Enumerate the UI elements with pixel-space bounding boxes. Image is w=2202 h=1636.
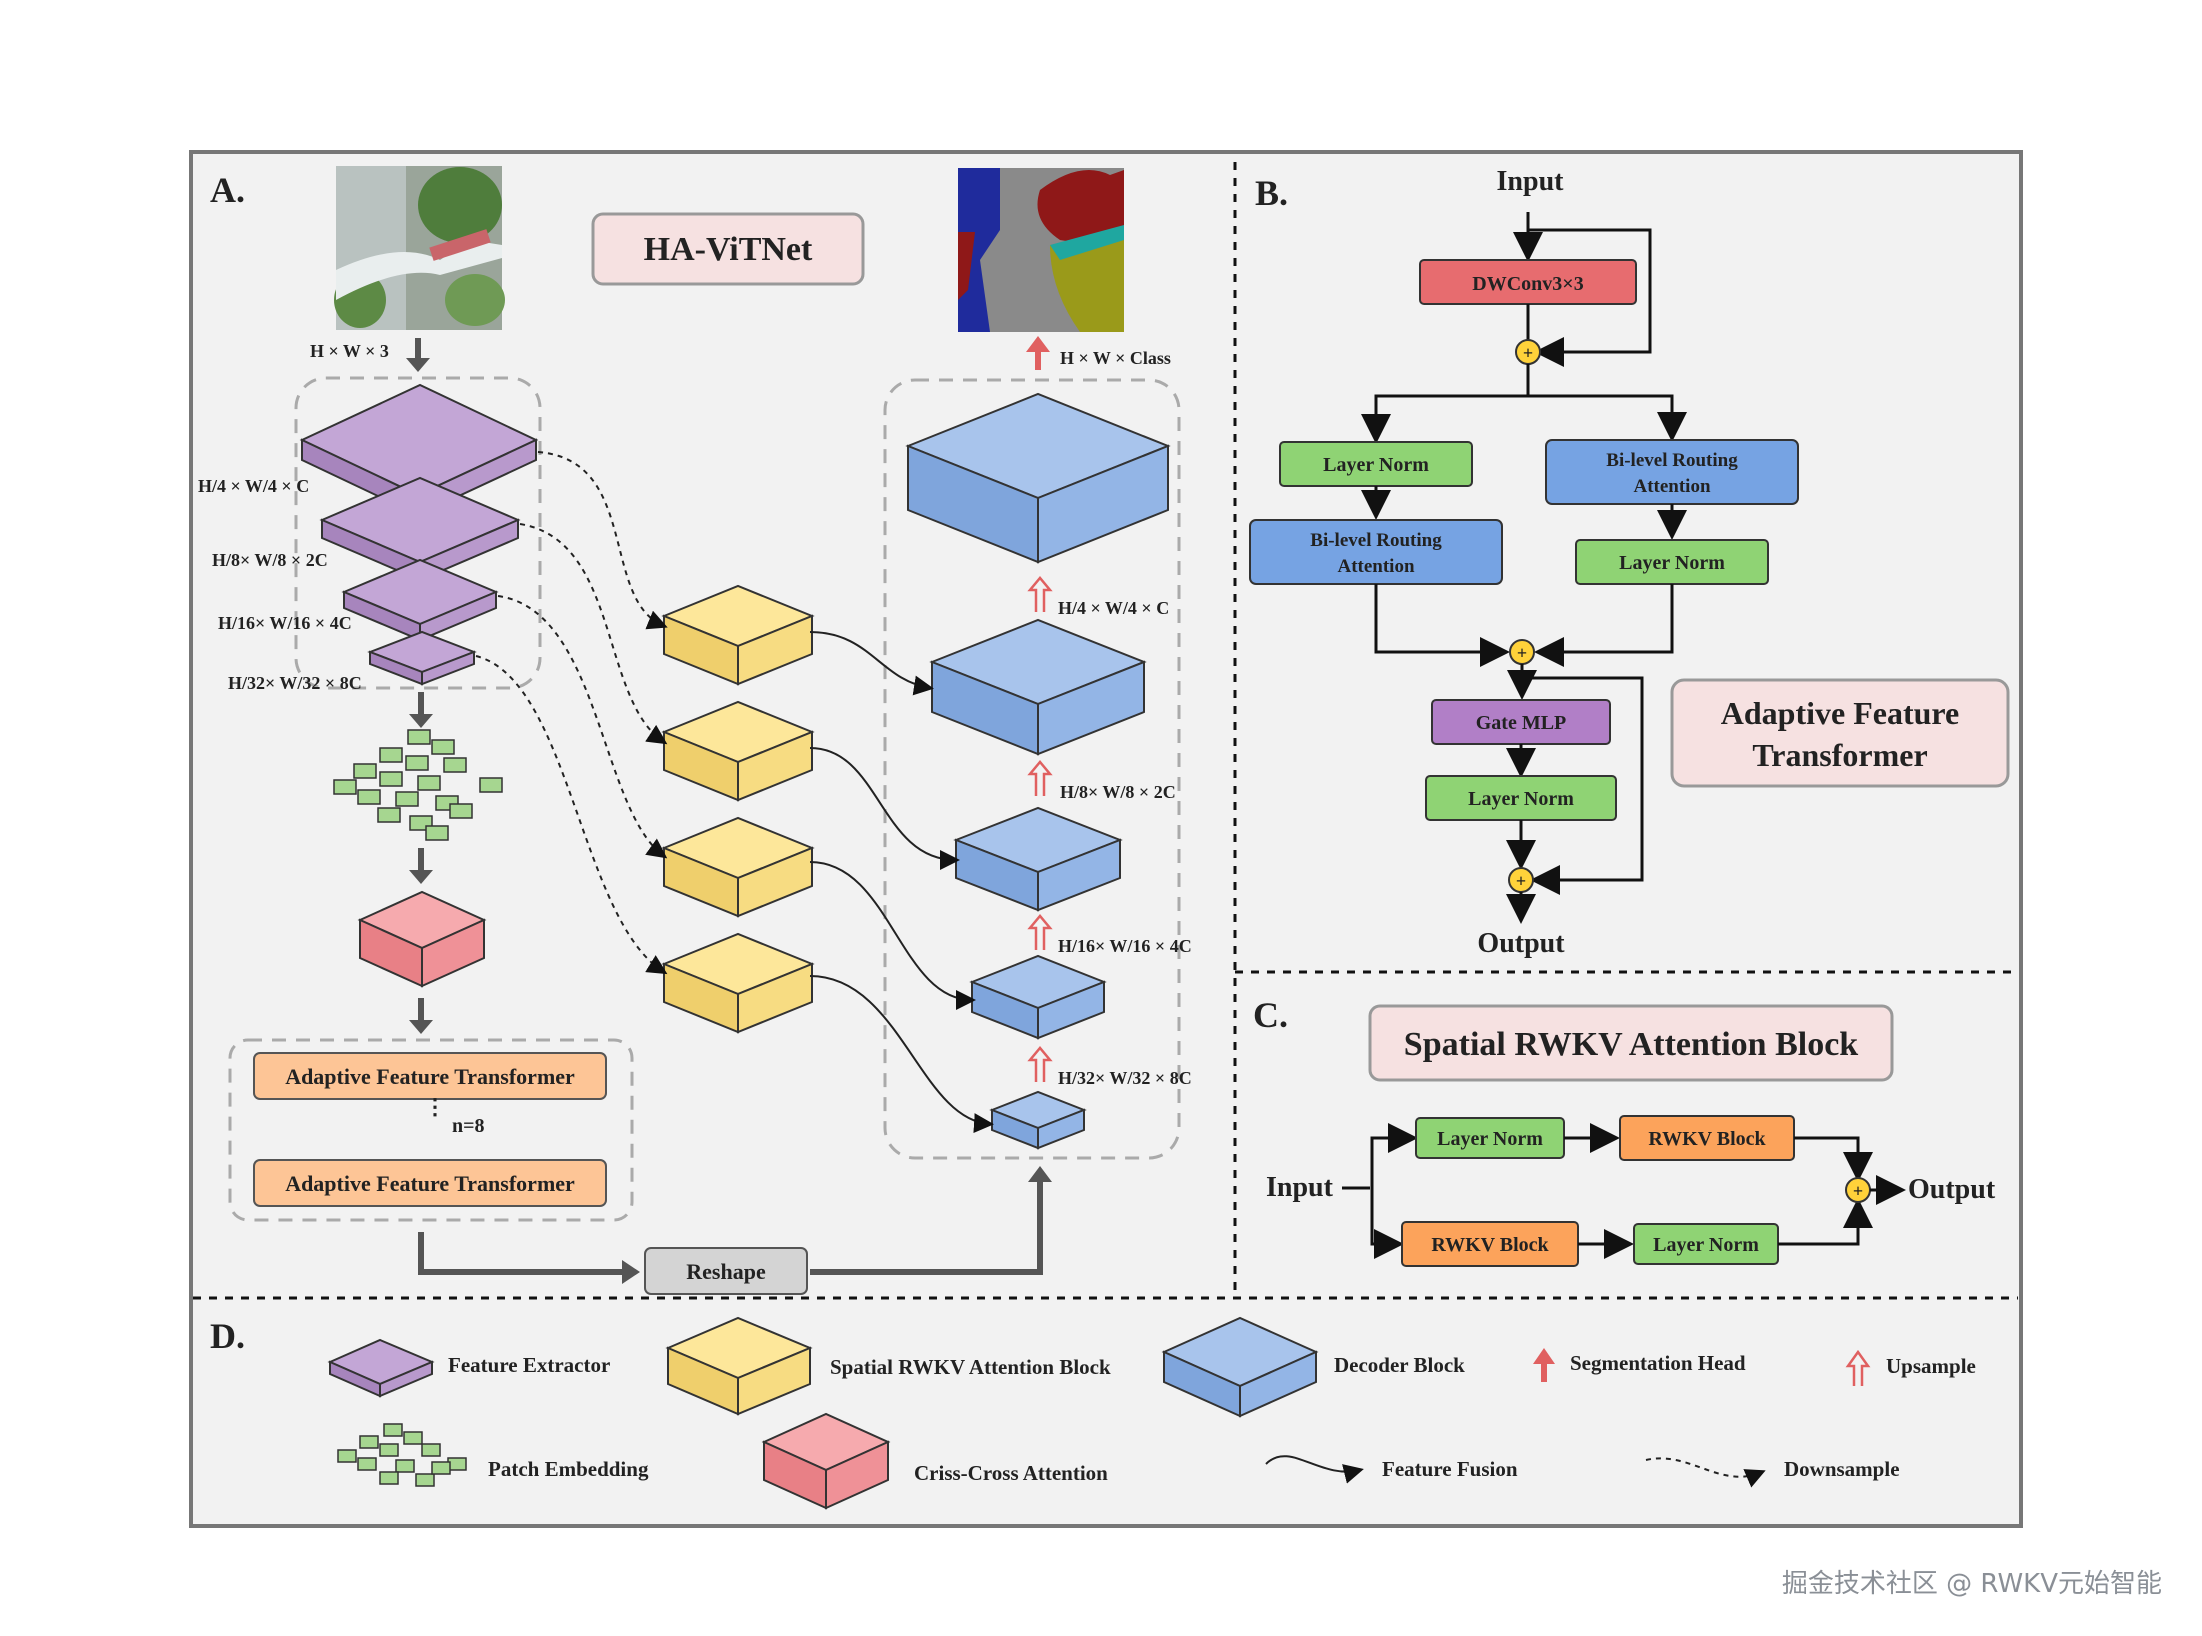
svg-text:RWKV Block: RWKV Block xyxy=(1648,1128,1766,1150)
legend-fusion-icon xyxy=(1265,1455,1364,1484)
legend-feature-extractor: Feature Extractor xyxy=(448,1353,610,1377)
svg-text:+: + xyxy=(1516,871,1526,891)
svg-text:Transformer: Transformer xyxy=(1752,737,1927,773)
svg-text:Layer Norm: Layer Norm xyxy=(1437,1128,1543,1150)
encoder-dim-3: H/16× W/16 × 4C xyxy=(218,613,352,633)
decoder-block-3 xyxy=(953,806,1123,912)
panel-b-flow: Input DWConv3×3 + Layer Norm Bi-level Ro… xyxy=(1249,166,2010,959)
feature-fusion-connections xyxy=(809,631,994,1134)
rwkv-title-box xyxy=(1368,1004,1894,1082)
legend-patch-embedding: Patch Embedding xyxy=(488,1457,649,1481)
decoder-blocks xyxy=(905,392,1171,1150)
aft-top-label: Adaptive Feature Transformer xyxy=(285,1064,575,1089)
aft-box-top xyxy=(253,1052,607,1100)
aft-group xyxy=(228,1038,634,1222)
c-input-label: Input xyxy=(1266,1172,1334,1203)
aft-bottom-label: Adaptive Feature Transformer xyxy=(285,1171,575,1196)
dwconv-label: DWConv3×3 xyxy=(1472,273,1583,295)
output-dim-label: H × W × Class xyxy=(1060,348,1171,368)
encoder-stage-2 xyxy=(319,476,521,582)
svg-text:Layer Norm: Layer Norm xyxy=(1619,552,1725,574)
legend-criss-cross-icon xyxy=(761,1412,891,1510)
legend-downsample: Downsample xyxy=(1784,1457,1900,1481)
reshape-label: Reshape xyxy=(686,1259,766,1284)
legend: Feature Extractor Spatial RWKV Attention… xyxy=(327,1316,1976,1510)
svg-text:Attention: Attention xyxy=(1633,476,1710,497)
spatial-rwkv-blocks xyxy=(661,584,815,1034)
downsample-connections xyxy=(475,451,668,975)
legend-spatial-rwkv-icon xyxy=(665,1316,813,1416)
aft-box-bottom xyxy=(253,1159,607,1207)
panel-a-label: A. xyxy=(210,170,245,210)
legend-feature-extractor-icon xyxy=(327,1338,435,1398)
input-image xyxy=(334,166,505,330)
svg-text:Layer Norm: Layer Norm xyxy=(1653,1234,1759,1256)
input-arrow xyxy=(406,358,430,372)
legend-patch-embedding-icon xyxy=(337,1423,467,1487)
decoder-block-4 xyxy=(969,954,1107,1040)
svg-text:Layer Norm: Layer Norm xyxy=(1468,788,1574,810)
gate-mlp-label: Gate MLP xyxy=(1476,712,1567,734)
svg-text:Attention: Attention xyxy=(1337,556,1414,577)
panel-b-label: B. xyxy=(1255,173,1288,213)
decoder-block-2 xyxy=(929,618,1147,756)
segmentation-head-arrow xyxy=(1026,336,1050,352)
svg-text:Bi-level Routing: Bi-level Routing xyxy=(1310,530,1442,551)
b-input-label: Input xyxy=(1497,166,1565,197)
panel-c-label: C. xyxy=(1253,995,1288,1035)
decoder-group xyxy=(883,378,1181,1160)
svg-text:Adaptive Feature: Adaptive Feature xyxy=(1721,695,1959,731)
patch-embedding xyxy=(333,729,503,841)
encoder-stage-3 xyxy=(341,558,499,642)
output-segmentation-image xyxy=(958,168,1124,332)
aft-title-box xyxy=(1670,678,2010,788)
svg-text:+: + xyxy=(1853,1181,1863,1201)
encoder-dim-4: H/32× W/32 × 8C xyxy=(228,673,362,693)
encoder-dim-2: H/8× W/8 × 2C xyxy=(212,550,328,570)
model-title: HA-ViTNet xyxy=(644,231,813,268)
legend-decoder-icon xyxy=(1161,1316,1319,1418)
decoder-block-1 xyxy=(905,392,1171,564)
svg-text:⋮: ⋮ xyxy=(424,1094,446,1119)
decoder-dim-2: H/8× W/8 × 2C xyxy=(1060,782,1176,802)
legend-spatial-rwkv: Spatial RWKV Attention Block xyxy=(830,1355,1111,1379)
legend-downsample-icon xyxy=(1645,1457,1766,1488)
upsample-arrows xyxy=(1027,576,1053,1082)
legend-segmentation-head: Segmentation Head xyxy=(1570,1351,1746,1375)
spatial-rwkv-block-2 xyxy=(661,700,815,802)
svg-text:+: + xyxy=(1523,343,1533,363)
legend-decoder: Decoder Block xyxy=(1334,1353,1465,1377)
legend-upsample-icon xyxy=(1845,1349,1871,1386)
panel-c-flow: Spatial RWKV Attention Block Input Layer… xyxy=(1266,1004,1996,1267)
encoder-stage-4 xyxy=(367,630,477,686)
repeat-label: n=8 xyxy=(452,1115,485,1137)
decoder-dim-4: H/32× W/32 × 8C xyxy=(1058,1068,1192,1088)
svg-text:+: + xyxy=(1517,643,1527,663)
decoder-dim-3: H/16× W/16 × 4C xyxy=(1058,936,1192,956)
encoder-dim-1: H/4 × W/4 × C xyxy=(198,476,309,496)
panel-d-label: D. xyxy=(210,1316,245,1356)
legend-upsample: Upsample xyxy=(1886,1354,1976,1378)
svg-text:Layer Norm: Layer Norm xyxy=(1323,454,1429,476)
c-output-label: Output xyxy=(1908,1174,1996,1205)
watermark: 掘金技术社区 @ RWKV元始智能 xyxy=(1781,1569,2162,1599)
spatial-rwkv-block-1 xyxy=(661,584,815,686)
legend-feature-fusion: Feature Fusion xyxy=(1382,1457,1518,1481)
legend-criss-cross: Criss-Cross Attention xyxy=(914,1461,1108,1485)
input-dim-label: H × W × 3 xyxy=(310,341,389,361)
decoder-dim-1: H/4 × W/4 × C xyxy=(1058,598,1169,618)
svg-text:Bi-level Routing: Bi-level Routing xyxy=(1606,450,1738,471)
legend-segmentation-head-icon xyxy=(1533,1348,1555,1382)
criss-cross-attention-cube xyxy=(357,890,487,988)
model-title-box xyxy=(591,212,865,286)
b-output-label: Output xyxy=(1477,928,1565,959)
svg-text:RWKV Block: RWKV Block xyxy=(1431,1234,1549,1256)
rwkv-title: Spatial RWKV Attention Block xyxy=(1404,1026,1858,1063)
reshape-box xyxy=(644,1247,808,1295)
spatial-rwkv-block-4 xyxy=(661,932,815,1034)
spatial-rwkv-block-3 xyxy=(661,816,815,918)
